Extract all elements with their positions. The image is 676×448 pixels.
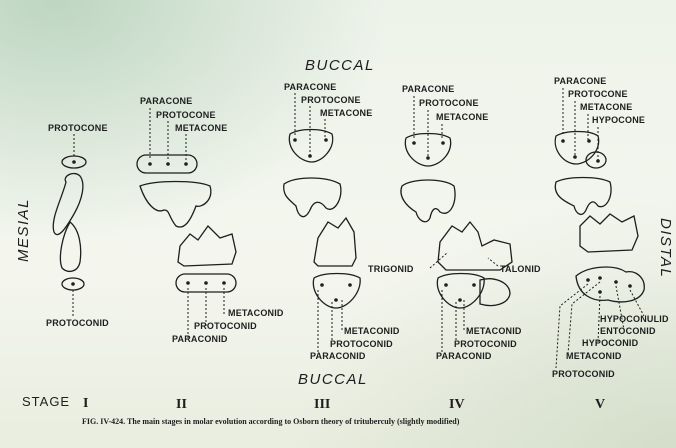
stage4-protoconid-label: PROTOCONID (454, 339, 517, 349)
stage-numeral-4: IV (449, 397, 465, 412)
stage-1-group: PROTOCONE PROTOCONID (46, 123, 109, 328)
stage-numeral-3: III (314, 397, 330, 412)
stage5-entoconid-label: ENTOCONID (600, 326, 656, 336)
stage4-metacone-dot (441, 141, 445, 145)
stage5-lower-tooth (580, 214, 638, 252)
stage2-paraconid-label: PARACONID (172, 334, 228, 344)
stage5-protocone-dot (573, 155, 577, 159)
stage2-protoconid-label: PROTOCONID (194, 321, 257, 331)
stage-4-group: PARACONE PROTOCONE METACONE TRIGONID TAL… (368, 84, 541, 361)
stage5-upper-crown-outline (555, 132, 598, 165)
stage3-paracone-label: PARACONE (284, 82, 336, 92)
stage3-upper-tooth (284, 178, 341, 217)
stage4-paracone-dot (412, 141, 416, 145)
stage3-paracone-dot (293, 138, 297, 142)
stage5-metacone-label: METACONE (580, 102, 632, 112)
stage3-metacone-label: METACONE (320, 108, 372, 118)
stage2-lower-tooth (178, 226, 236, 266)
stage5-metaconid-dot (598, 276, 602, 280)
stage4-paracone-label: PARACONE (402, 84, 454, 94)
stage1-upper-cusp-dot (72, 160, 76, 164)
stage1-protoconid-label: PROTOCONID (46, 318, 109, 328)
stage3-metaconid-label: METACONID (344, 326, 400, 336)
stage-word-label: STAGE (22, 394, 70, 409)
stage2-upper-tooth (140, 182, 211, 228)
stage4-lower-tooth (438, 222, 512, 270)
stage3-metaconid-dot (348, 283, 352, 287)
stage5-entoconid-dot (614, 280, 618, 284)
stage-numeral-2: II (176, 397, 187, 412)
stage5-hypoconulid-label: HYPOCONULID (600, 314, 669, 324)
stage4-protocone-dot (426, 156, 430, 160)
stage2-paracone-label: PARACONE (140, 96, 192, 106)
stage3-paraconid-label: PARACONID (310, 351, 366, 361)
stage-numeral-1: I (83, 396, 88, 411)
stage-3-group: PARACONE PROTOCONE METACONE METACONID PR… (284, 82, 400, 361)
stage5-protoconid-dot (586, 278, 590, 282)
stage5-hypocone-label: HYPOCONE (592, 115, 645, 125)
stage4-protoconid-dot (458, 298, 462, 302)
stage5-upper-tooth (555, 178, 611, 215)
stage2-paracone-dot (148, 162, 152, 166)
stage5-protoconid-label: PROTOCONID (552, 369, 615, 379)
stage3-protocone-dot (308, 154, 312, 158)
stage4-metacone-label: METACONE (436, 112, 488, 122)
buccal-top-label: BUCCAL (305, 57, 375, 74)
stage3-protoconid-label: PROTOCONID (330, 339, 393, 349)
stage5-hypoconulid-dot (628, 284, 632, 288)
stage4-talonid-leader (488, 258, 498, 266)
stage2-protocone-label: PROTOCONE (156, 110, 216, 120)
stage4-metaconid-dot (472, 283, 476, 287)
stage5-metaconid-label: METACONID (566, 351, 622, 361)
stage2-metacone-label: METACONE (175, 123, 227, 133)
stage5-hypocone-dot (596, 159, 600, 163)
distal-label: DISTAL (657, 218, 674, 278)
stage3-lower-crown-outline (313, 274, 360, 309)
stage2-metacone-dot (184, 162, 188, 166)
stage2-metaconid-label: METACONID (228, 308, 284, 318)
buccal-bottom-label: BUCCAL (298, 371, 368, 388)
stage4-talonid-label: TALONID (500, 264, 541, 274)
stage5-metacone-dot (587, 139, 591, 143)
stage2-protocone-dot (166, 162, 170, 166)
stage-5-group: PARACONE PROTOCONE METACONE HYPOCONE HYP… (552, 76, 669, 379)
stage5-paracone-dot (561, 139, 565, 143)
stage2-protoconid-dot (204, 281, 208, 285)
stage4-trigonid-label: TRIGONID (368, 264, 414, 274)
stage5-protocone-label: PROTOCONE (568, 89, 628, 99)
stage4-metaconid-label: METACONID (466, 326, 522, 336)
stage5-hypoconid-label: HYPOCONID (582, 338, 639, 348)
stage1-lower-cusp-dot (71, 282, 75, 286)
stage3-metacone-dot (324, 138, 328, 142)
stage-2-group: PARACONE PROTOCONE METACONE METACONID PR… (137, 96, 284, 344)
stage3-protocone-label: PROTOCONE (301, 95, 361, 105)
stage3-lower-tooth (314, 218, 356, 266)
stage4-protocone-label: PROTOCONE (419, 98, 479, 108)
stage4-paraconid-label: PARACONID (436, 351, 492, 361)
mesial-label: MESIAL (15, 198, 32, 262)
stage1-protocone-label: PROTOCONE (48, 123, 108, 133)
stage5-lower-crown-outline (576, 267, 644, 302)
stage4-paraconid-dot (444, 283, 448, 287)
stage5-paracone-label: PARACONE (554, 76, 606, 86)
stage4-upper-tooth (401, 180, 455, 222)
figure-caption: FIG. IV-424. The main stages in molar ev… (82, 417, 460, 426)
stage4-lower-crown-outline (437, 274, 484, 309)
stage5-hypoconid-dot (598, 290, 602, 294)
stage2-paraconid-dot (186, 281, 190, 285)
stage3-paraconid-dot (320, 283, 324, 287)
stage2-metaconid-dot (222, 281, 226, 285)
stage3-protoconid-dot (334, 298, 338, 302)
stage-numeral-5: V (595, 397, 605, 412)
